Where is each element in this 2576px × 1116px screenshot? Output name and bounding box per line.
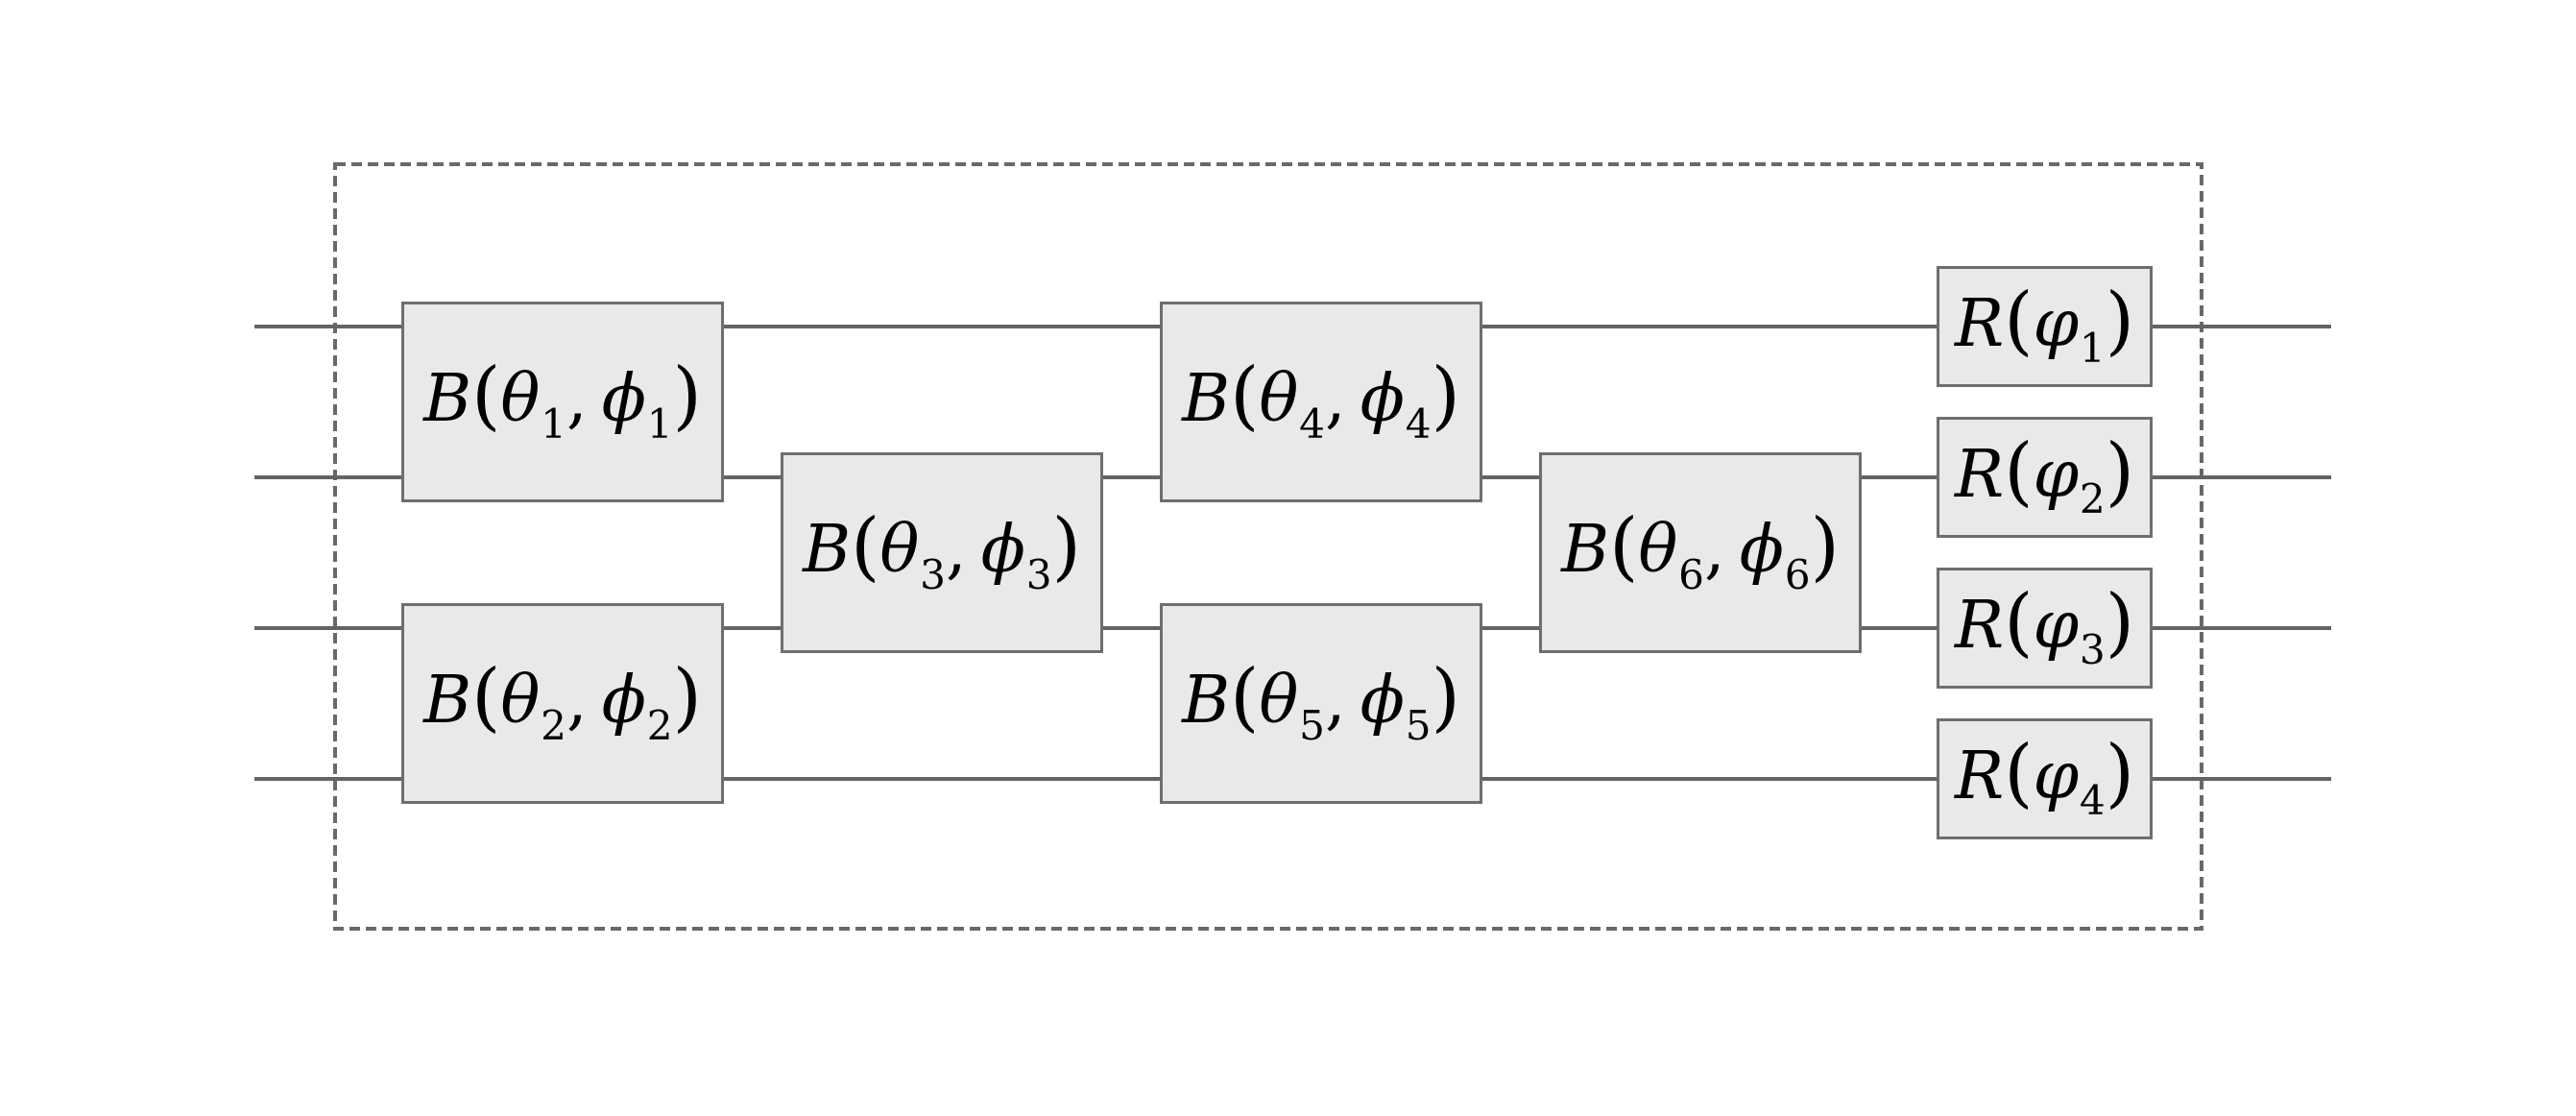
subscript-index: 3 [1025,550,1052,598]
close-paren-glyph: ) [2105,277,2134,364]
subscript-index: 1 [646,400,673,448]
open-paren-glyph: ( [471,352,501,440]
greek-symbol-varphi: φ [2033,285,2080,362]
beamsplitter-gate-B3: B(θ3,ϕ3) [781,452,1103,653]
greek-symbol-theta: θ [1259,361,1299,438]
close-paren-glyph: ) [1810,503,1840,591]
open-paren-glyph: ( [1609,503,1639,591]
gate-label: B(θ4,ϕ4) [1182,358,1460,448]
phase-shifter-gate-R2: R(φ2) [1937,417,2153,538]
open-paren-glyph: ( [2004,578,2034,666]
gate-label: B(θ2,ϕ2) [423,660,702,749]
beamsplitter-gate-B1: B(θ1,ϕ1) [401,302,724,502]
greek-symbol-theta: θ [500,361,541,438]
subscript-index: 4 [1299,400,1325,448]
comma-separator: , [566,663,588,740]
gate-function-symbol: B [423,361,472,438]
open-paren-glyph: ( [2004,277,2034,364]
subscript-index: 1 [541,400,566,448]
greek-symbol-phi: ϕ [601,361,646,438]
gate-label: R(φ1) [1955,283,2134,373]
dashed-boundary-box [333,162,2203,931]
open-paren-glyph: ( [2004,427,2034,515]
phase-shifter-gate-R3: R(φ3) [1937,568,2153,689]
comma-separator: , [1704,512,1725,589]
subscript-index: 6 [1678,550,1704,598]
subscript-index: 4 [1405,400,1432,448]
beamsplitter-gate-B2: B(θ2,ϕ2) [401,603,724,804]
gate-label: B(θ1,ϕ1) [423,358,702,448]
gate-function-symbol: B [1182,361,1231,438]
beamsplitter-gate-B5: B(θ5,ϕ5) [1160,603,1482,804]
beamsplitter-gate-B6: B(θ6,ϕ6) [1539,452,1862,653]
open-paren-glyph: ( [1230,352,1260,440]
beamsplitter-gate-B4: B(θ4,ϕ4) [1160,302,1482,502]
gate-label: R(φ2) [1955,434,2134,523]
gate-label: B(θ5,ϕ5) [1182,660,1460,749]
subscript-index: 2 [2079,475,2106,523]
greek-symbol-theta: θ [500,663,541,740]
subscript-index: 5 [1299,701,1325,749]
close-paren-glyph: ) [1051,503,1081,591]
gate-function-symbol: B [423,663,472,740]
close-paren-glyph: ) [672,654,702,741]
open-paren-glyph: ( [2004,729,2034,816]
close-paren-glyph: ) [672,352,702,440]
gate-function-symbol: B [803,512,852,589]
close-paren-glyph: ) [2105,578,2134,666]
open-paren-glyph: ( [471,654,501,741]
comma-separator: , [1325,663,1346,740]
greek-symbol-varphi: φ [2033,587,2080,664]
gate-function-symbol: R [1955,587,2005,664]
subscript-index: 6 [1784,550,1811,598]
greek-symbol-phi: ϕ [1360,663,1405,740]
greek-symbol-theta: θ [1259,663,1299,740]
greek-symbol-varphi: φ [2033,738,2080,814]
greek-symbol-phi: ϕ [601,663,646,740]
subscript-index: 2 [541,701,566,749]
greek-symbol-phi: ϕ [980,512,1025,589]
gate-label: B(θ3,ϕ3) [803,509,1081,598]
greek-symbol-varphi: φ [2033,436,2080,513]
phase-shifter-gate-R4: R(φ4) [1937,718,2153,839]
subscript-index: 2 [646,701,673,749]
open-paren-glyph: ( [1230,654,1260,741]
subscript-index: 5 [1405,701,1432,749]
subscript-index: 3 [2079,626,2106,674]
gate-function-symbol: B [1182,663,1231,740]
gate-function-symbol: R [1955,285,2005,362]
subscript-index: 3 [920,550,946,598]
gate-function-symbol: B [1561,512,1610,589]
comma-separator: , [946,512,967,589]
gate-label: R(φ4) [1955,736,2134,825]
gate-label: R(φ3) [1955,585,2134,674]
close-paren-glyph: ) [2105,729,2134,816]
subscript-index: 4 [2079,777,2106,825]
open-paren-glyph: ( [851,503,880,591]
gate-label: B(θ6,ϕ6) [1561,509,1840,598]
close-paren-glyph: ) [2105,427,2134,515]
gate-function-symbol: R [1955,738,2005,814]
subscript-index: 1 [2079,325,2106,373]
greek-symbol-theta: θ [879,512,920,589]
greek-symbol-phi: ϕ [1739,512,1784,589]
greek-symbol-theta: θ [1638,512,1678,589]
gate-function-symbol: R [1955,436,2005,513]
close-paren-glyph: ) [1431,352,1460,440]
greek-symbol-phi: ϕ [1360,361,1405,438]
comma-separator: , [1325,361,1346,438]
comma-separator: , [566,361,588,438]
phase-shifter-gate-R1: R(φ1) [1937,266,2153,387]
close-paren-glyph: ) [1431,654,1460,741]
